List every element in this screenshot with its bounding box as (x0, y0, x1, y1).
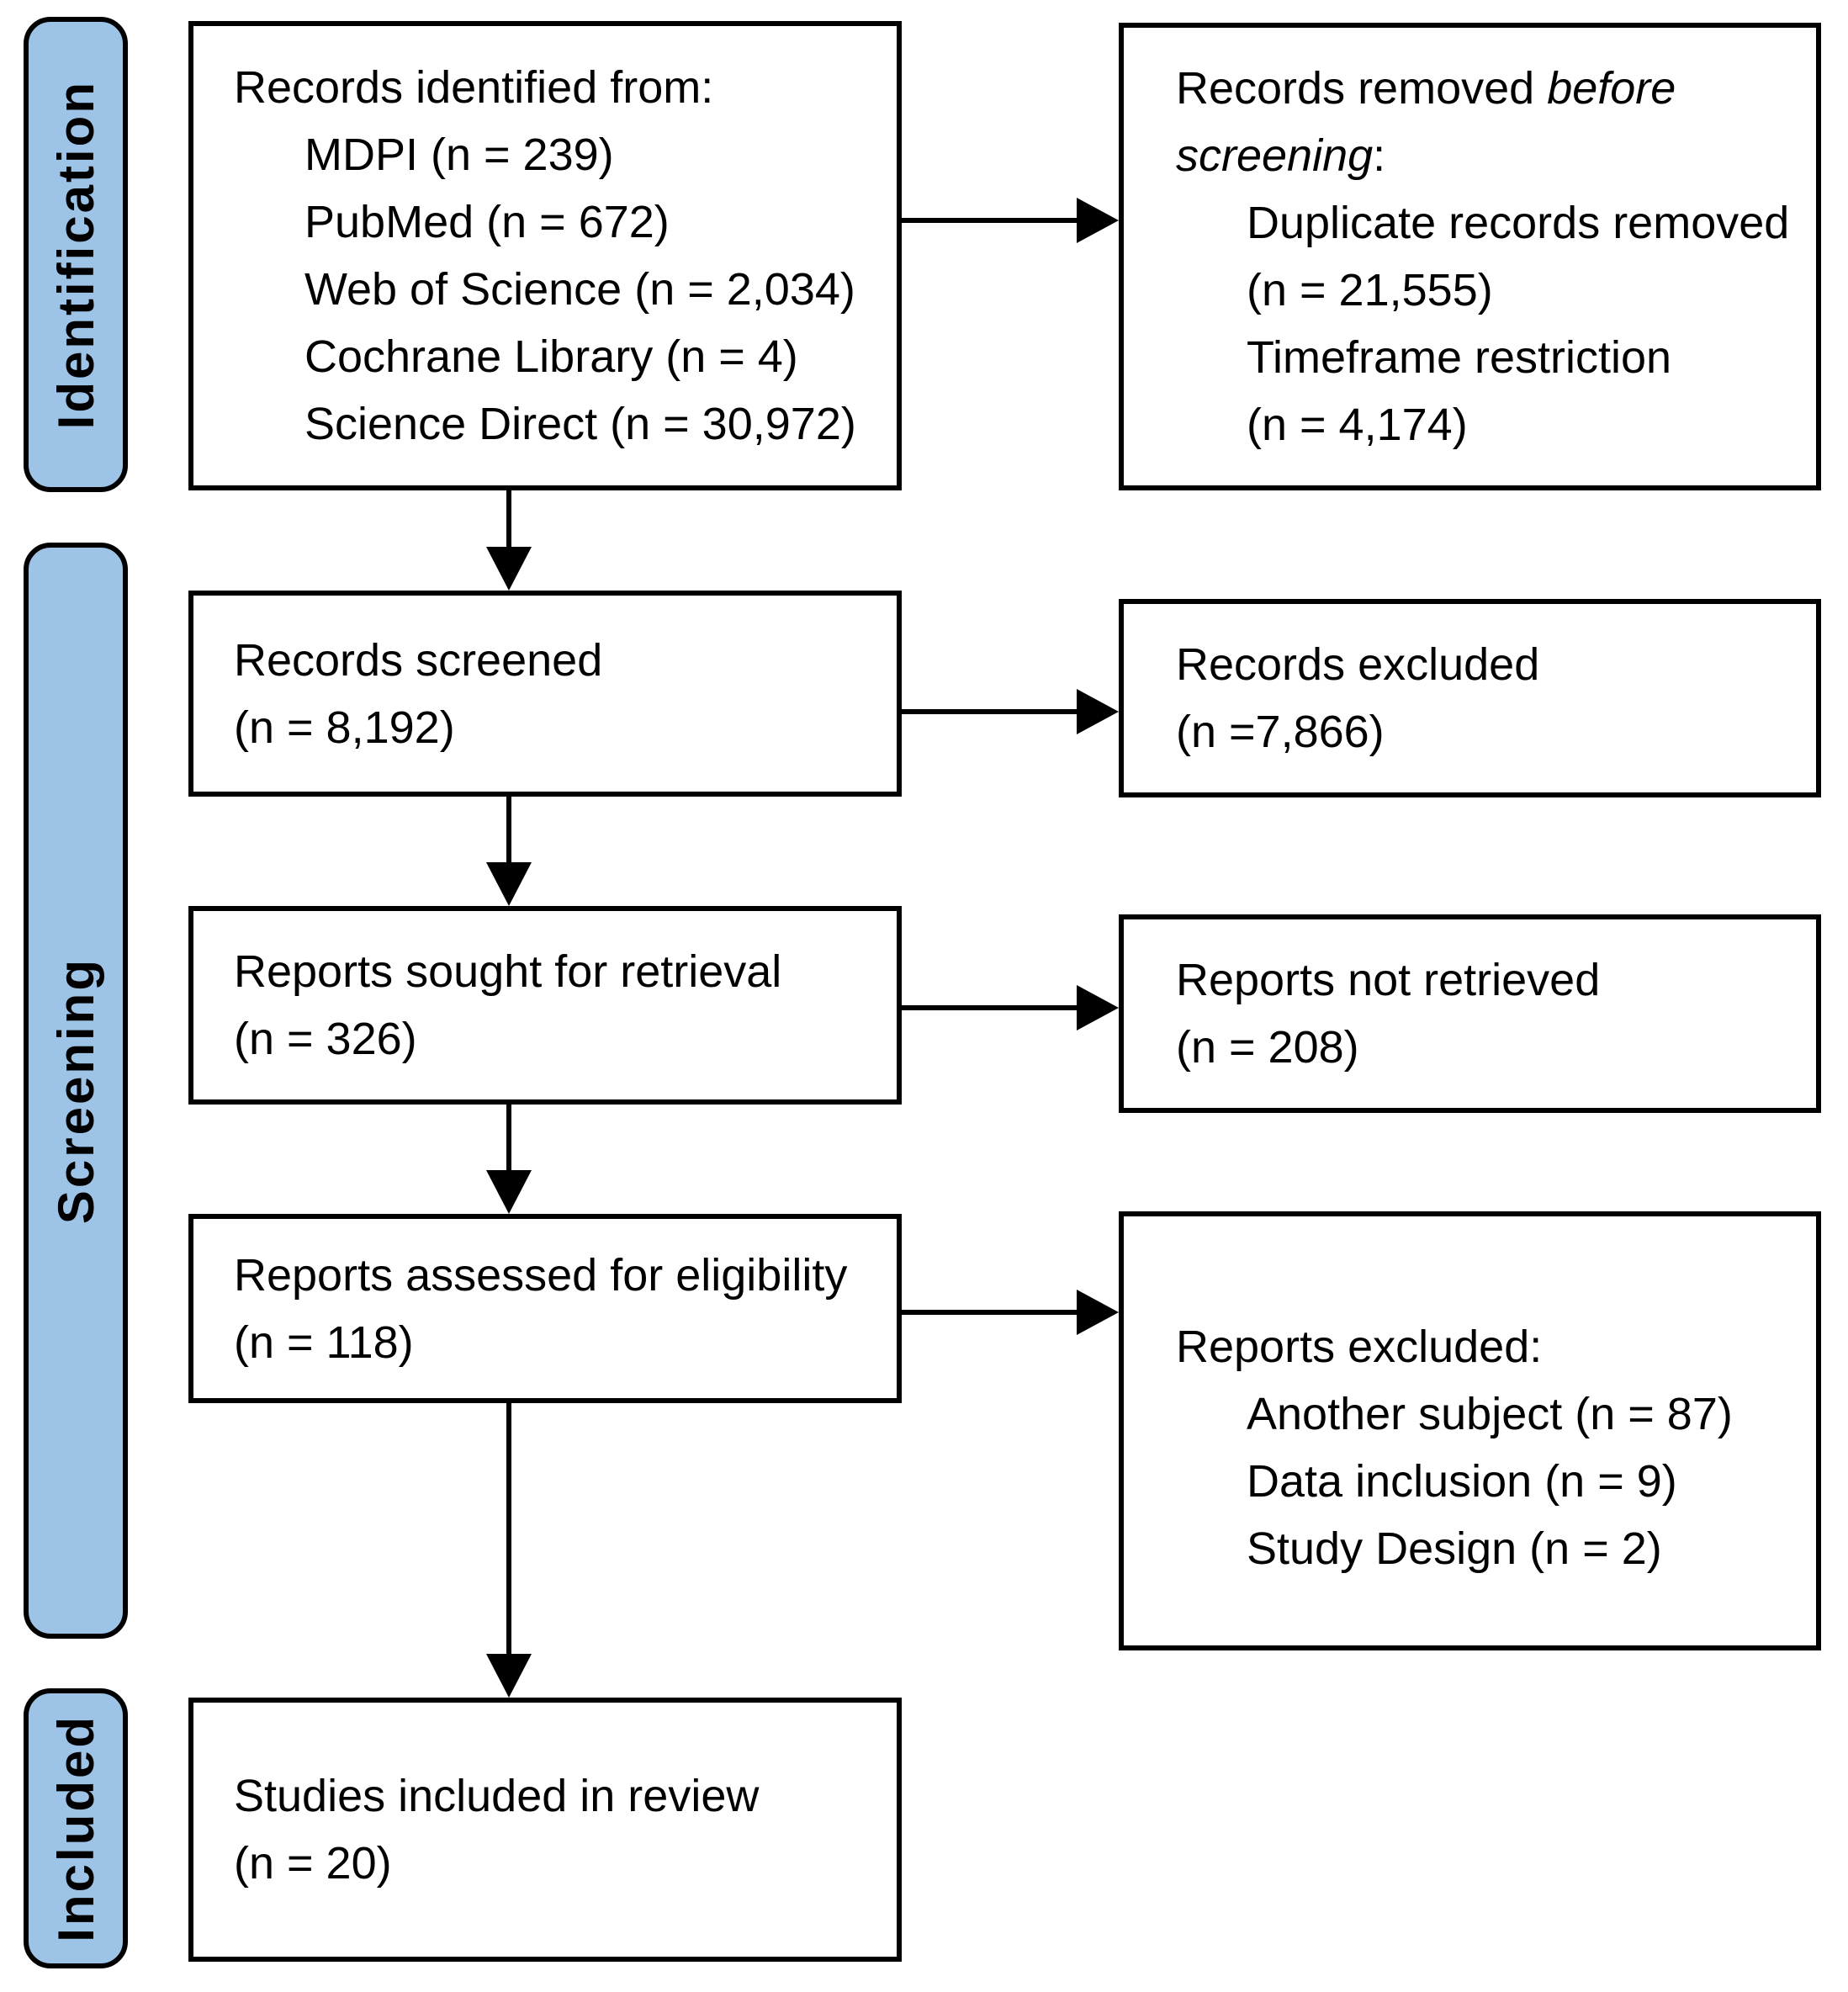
box-text-line: Reports excluded: (1176, 1322, 1543, 1372)
arrow-down-4-shaft (506, 1403, 511, 1656)
arrow-down-3-icon (486, 1170, 532, 1214)
box-text-line: (n = 4,174) (1247, 400, 1468, 450)
arrow-right-2-icon (1077, 689, 1119, 734)
records-excluded-box: Records excluded (n =7,866) (1119, 599, 1821, 797)
stage-label-screening: Screening (47, 956, 104, 1225)
records-removed-box: Records removed before screening: Duplicat… (1119, 23, 1821, 490)
arrow-right-4-shaft (902, 1310, 1078, 1315)
box-text-line: Reports assessed for eligibility (234, 1249, 848, 1301)
box-text-line: screening: (1176, 130, 1386, 181)
reports-excluded-box: Reports excluded: Another subject (n = 87… (1119, 1211, 1821, 1650)
box-text-line: Duplicate records removed (1247, 198, 1790, 248)
stage-label-included: Included (47, 1714, 104, 1942)
reports-assessed-box: Reports assessed for eligibility (n = 118… (188, 1214, 902, 1403)
box-text-line: Another subject (n = 87) (1247, 1389, 1733, 1439)
box-text-line: MDPI (n = 239) (304, 130, 614, 180)
stage-label-identification: Identification (47, 79, 104, 430)
box-text-line: Records excluded (1176, 639, 1540, 690)
arrow-down-1-icon (486, 547, 532, 591)
box-text-line: Reports not retrieved (1176, 955, 1601, 1005)
arrow-down-2-icon (486, 862, 532, 906)
arrow-right-1-shaft (902, 218, 1078, 223)
box-text-line: PubMed (n = 672) (304, 197, 670, 247)
studies-included-box: Studies included in review (n = 20) (188, 1698, 902, 1962)
arrow-right-2-shaft (902, 709, 1078, 714)
box-text-line: Web of Science (n = 2,034) (304, 264, 855, 315)
stage-bar-screening: Screening (24, 543, 128, 1639)
box-text-line: Reports sought for retrieval (234, 946, 782, 997)
box-text-line: (n = 21,555) (1247, 265, 1493, 315)
arrow-down-3-shaft (506, 1105, 511, 1173)
arrow-down-1-shaft (506, 490, 511, 552)
reports-sought-box: Reports sought for retrieval (n = 326) (188, 906, 902, 1105)
records-identified-box: Records identified from: MDPI (n = 239) Pu… (188, 21, 902, 490)
box-text-line: Records screened (234, 634, 603, 686)
stage-bar-identification: Identification (24, 17, 128, 492)
reports-not-retrieved-box: Reports not retrieved (n = 208) (1119, 914, 1821, 1113)
box-text-line: Records identified from: (234, 62, 714, 113)
arrow-right-1-icon (1077, 198, 1119, 243)
box-text-line: Timeframe restriction (1247, 332, 1672, 383)
stage-bar-included: Included (24, 1688, 128, 1968)
box-text-line: (n = 20) (234, 1838, 392, 1889)
box-text-line: (n = 208) (1176, 1022, 1359, 1073)
box-text-line: Records removed before (1176, 63, 1676, 114)
box-text-line: Science Direct (n = 30,972) (304, 399, 856, 449)
box-text-line: Study Design (n = 2) (1247, 1523, 1662, 1574)
box-text-line: Cochrane Library (n = 4) (304, 331, 798, 382)
arrow-down-2-shaft (506, 797, 511, 864)
box-text-line: Studies included in review (234, 1771, 760, 1821)
box-text-line: (n = 118) (234, 1317, 414, 1368)
box-text-line: (n =7,866) (1176, 707, 1385, 757)
arrow-right-3-shaft (902, 1005, 1078, 1010)
records-screened-box: Records screened (n = 8,192) (188, 591, 902, 797)
box-text-line: Data inclusion (n = 9) (1247, 1456, 1677, 1507)
arrow-down-4-icon (486, 1654, 532, 1698)
arrow-right-4-icon (1077, 1290, 1119, 1335)
box-text-line: (n = 8,192) (234, 702, 455, 753)
arrow-right-3-icon (1077, 985, 1119, 1030)
box-text-line: (n = 326) (234, 1014, 417, 1064)
